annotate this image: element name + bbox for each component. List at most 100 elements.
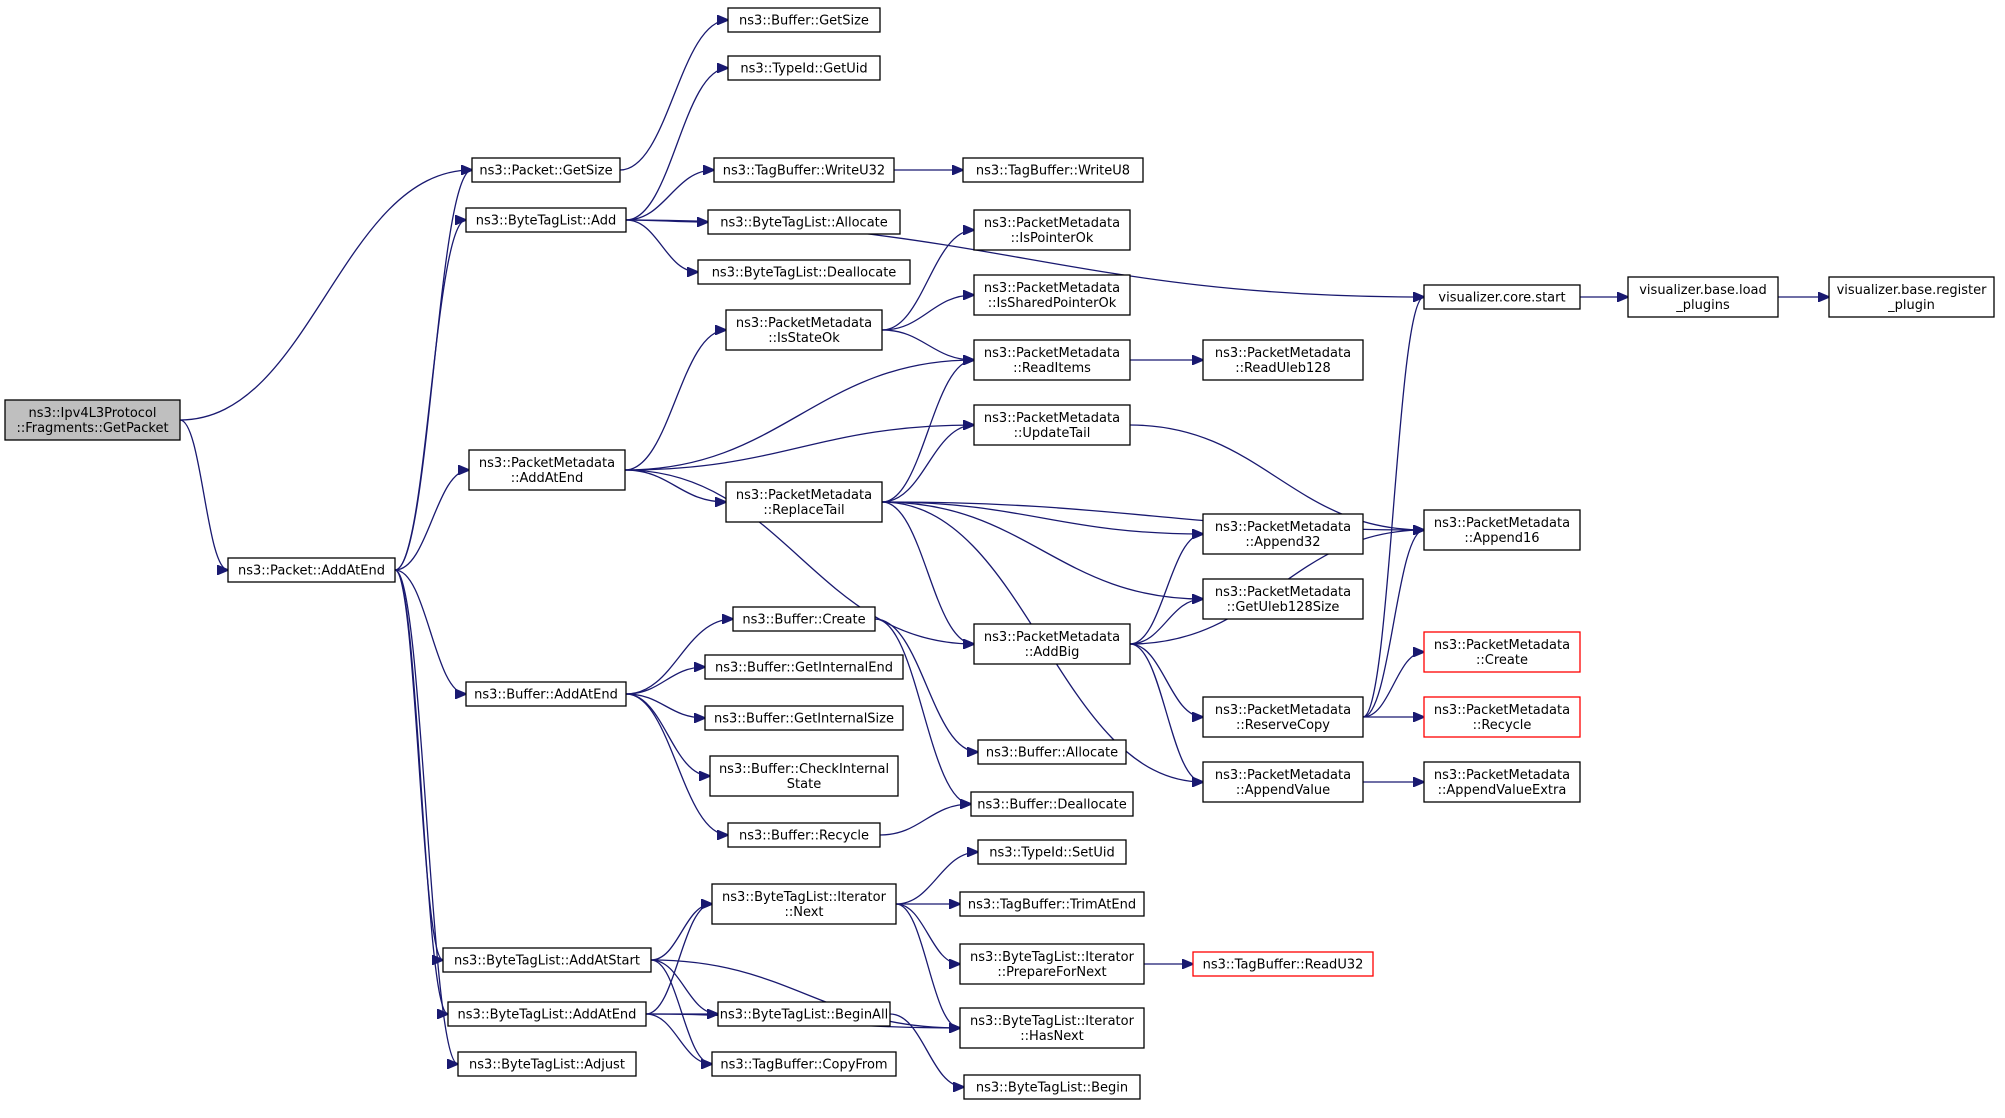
node-btl-deallocate[interactable]: ns3::ByteTagList::Deallocate [697,259,911,285]
node-box [727,55,881,81]
node-btl-addatstart[interactable]: ns3::ByteTagList::AddAtStart [442,947,652,973]
node-label-line: ns3::PacketMetadata [1215,703,1351,718]
node-label-line: ns3::PacketMetadata [984,411,1120,426]
node-pm-addbig[interactable]: ns3::PacketMetadata::AddBig [973,623,1131,665]
node-pm-ispointerok[interactable]: ns3::PacketMetadata::IsPointerOk [973,209,1131,251]
node-pkt-getsize[interactable]: ns3::Packet::GetSize [471,157,621,183]
node-btli-preparefornext[interactable]: ns3::ByteTagList::Iterator::PrepareForNe… [959,943,1145,985]
node-root[interactable]: ns3::Ipv4L3Protocol::Fragments::GetPacke… [4,399,181,441]
node-box [1202,578,1364,620]
node-btl-add[interactable]: ns3::ByteTagList::Add [465,207,627,233]
node-buf-recycle[interactable]: ns3::Buffer::Recycle [727,822,881,848]
node-btl-beginall[interactable]: ns3::ByteTagList::BeginAll [717,1001,891,1027]
node-btl-addatend[interactable]: ns3::ByteTagList::AddAtEnd [447,1001,647,1027]
node-box [1627,276,1779,318]
node-buf-addatend[interactable]: ns3::Buffer::AddAtEnd [465,681,627,707]
node-tb-trimatend[interactable]: ns3::TagBuffer::TrimAtEnd [959,891,1145,917]
node-tb-writeu32[interactable]: ns3::TagBuffer::WriteU32 [713,157,895,183]
node-label-line: ::AddBig [1025,645,1080,660]
node-label-line: ns3::Buffer::GetSize [739,14,869,29]
node-box [4,399,181,441]
call-edge-btl_addatend-to-btli_next [645,904,712,1015]
call-edge-pm_addatend-to-pm_updatetail [624,425,974,471]
node-pm-append16[interactable]: ns3::PacketMetadata::Append16 [1423,509,1581,551]
node-label-line: ns3::Buffer::GetInternalSize [714,712,894,727]
node-btl-begin[interactable]: ns3::ByteTagList::Begin [963,1074,1141,1100]
node-pkt-addatend[interactable]: ns3::Packet::AddAtEnd [227,557,396,583]
node-box [973,623,1131,665]
node-typeid-setuid[interactable]: ns3::TypeId::SetUid [977,839,1127,865]
node-box [963,1074,1141,1100]
call-edge-pm_replacetail-to-pm_getuleb128size [881,501,1203,599]
node-label-line: ::ReplaceTail [763,503,844,518]
node-buf-allocate[interactable]: ns3::Buffer::Allocate [977,739,1127,765]
node-label-line: ns3::TagBuffer::TrimAtEnd [968,898,1136,913]
node-box [471,157,621,183]
node-buf-deallocate[interactable]: ns3::Buffer::Deallocate [970,791,1134,817]
node-pm-appendvalueextra[interactable]: ns3::PacketMetadata::AppendValueExtra [1423,761,1581,803]
node-btli-hasnext[interactable]: ns3::ByteTagList::Iterator::HasNext [959,1007,1145,1049]
node-pm-appendvalue[interactable]: ns3::PacketMetadata::AppendValue [1202,761,1364,803]
node-label-line: ns3::PacketMetadata [1434,638,1570,653]
node-btli-next[interactable]: ns3::ByteTagList::Iterator::Next [711,883,897,925]
node-label-line: ns3::ByteTagList::Iterator [722,890,887,905]
node-label-line: ns3::ByteTagList::Add [476,214,616,229]
node-label-line: ::IsStateOk [768,331,840,346]
node-pm-create[interactable]: ns3::PacketMetadata::Create [1423,631,1581,673]
node-label-line: ns3::ByteTagList::Adjust [469,1058,625,1073]
call-edge-pm_addatend-to-pm_replacetail [624,469,726,502]
node-label-line: ::ReserveCopy [1236,718,1330,733]
node-box [1202,761,1364,803]
node-label-line: ns3::PacketMetadata [1215,585,1351,600]
node-label-line: ns3::PacketMetadata [479,456,615,471]
node-viz-base-load[interactable]: visualizer.base.load_plugins [1627,276,1779,318]
node-label-line: ns3::Buffer::Allocate [986,746,1118,761]
node-tb-writeu8[interactable]: ns3::TagBuffer::WriteU8 [962,157,1144,183]
node-pm-replacetail[interactable]: ns3::PacketMetadata::ReplaceTail [725,481,883,523]
node-label-line: visualizer.core.start [1438,291,1565,306]
node-pm-isstateok[interactable]: ns3::PacketMetadata::IsStateOk [725,309,883,351]
node-buf-create[interactable]: ns3::Buffer::Create [732,606,876,632]
node-label-line: ns3::Packet::AddAtEnd [238,564,385,579]
node-label-line: _plugin [1887,298,1935,313]
node-pm-getuleb128size[interactable]: ns3::PacketMetadata::GetUleb128Size [1202,578,1364,620]
node-pm-updatetail[interactable]: ns3::PacketMetadata::UpdateTail [973,404,1131,446]
node-buf-getinternalend[interactable]: ns3::Buffer::GetInternalEnd [704,654,904,680]
node-pm-recycle[interactable]: ns3::PacketMetadata::Recycle [1423,696,1581,738]
call-edge-pm_replacetail-to-pm_updatetail [881,425,974,503]
node-label-line: ns3::Packet::GetSize [479,164,612,179]
node-box [1423,631,1581,673]
node-buf-getsize[interactable]: ns3::Buffer::GetSize [727,7,881,33]
node-box [959,891,1145,917]
node-buf-getinternalsize[interactable]: ns3::Buffer::GetInternalSize [704,705,904,731]
node-label-line: ns3::TypeId::GetUid [740,62,867,77]
call-edge-pm_addbig-to-pm_getuleb128size [1129,599,1203,645]
call-edge-buf_addatend-to-buf_checkinternal [625,693,710,776]
node-tb-readu32[interactable]: ns3::TagBuffer::ReadU32 [1192,951,1374,977]
node-label-line: ns3::TagBuffer::ReadU32 [1203,958,1364,973]
node-box [704,654,904,680]
node-label-line: ns3::PacketMetadata [1215,346,1351,361]
node-tb-copyfrom[interactable]: ns3::TagBuffer::CopyFrom [711,1051,897,1077]
node-label-line: ::Next [784,905,823,920]
node-pm-issharedpointerok[interactable]: ns3::PacketMetadata::IsSharedPointerOk [973,274,1131,316]
node-pm-addatend[interactable]: ns3::PacketMetadata::AddAtEnd [468,449,626,491]
node-box [457,1051,637,1077]
node-viz-base-register[interactable]: visualizer.base.register_plugin [1828,276,1995,318]
node-pm-reservecopy[interactable]: ns3::PacketMetadata::ReserveCopy [1202,696,1364,738]
node-box [959,943,1145,985]
node-box [727,822,881,848]
node-label-line: ns3::Buffer::AddAtEnd [474,688,618,703]
node-pm-readuleb128[interactable]: ns3::PacketMetadata::ReadUleb128 [1202,339,1364,381]
node-pm-readitems[interactable]: ns3::PacketMetadata::ReadItems [973,339,1131,381]
node-btl-allocate[interactable]: ns3::ByteTagList::Allocate [707,209,901,235]
node-label-line: visualizer.base.load [1639,283,1767,298]
node-btl-adjust[interactable]: ns3::ByteTagList::Adjust [457,1051,637,1077]
node-box [1202,513,1364,555]
call-edge-buf_create-to-buf_deallocate [874,618,971,804]
call-edge-pkt_addatend-to-btl_addatstart [394,569,443,960]
node-pm-append32[interactable]: ns3::PacketMetadata::Append32 [1202,513,1364,555]
node-typeid-getuid[interactable]: ns3::TypeId::GetUid [727,55,881,81]
node-viz-core-start[interactable]: visualizer.core.start [1423,284,1581,310]
